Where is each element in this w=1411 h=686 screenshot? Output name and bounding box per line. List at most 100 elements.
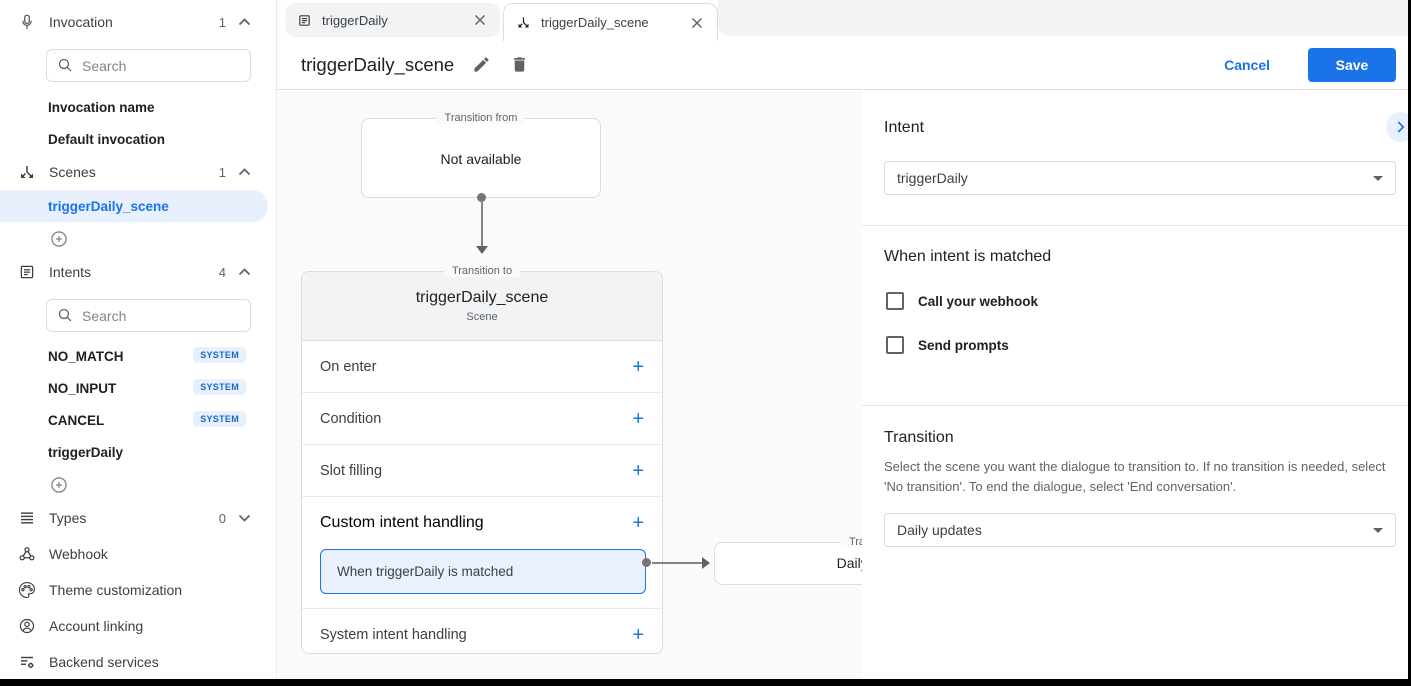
cancel-button[interactable]: Cancel <box>1224 56 1270 73</box>
invocation-search <box>46 49 251 82</box>
scene-split-icon <box>18 163 36 181</box>
divider <box>862 225 1408 226</box>
add-custom-intent-button[interactable]: + <box>632 512 644 534</box>
sidebar-item-triggerdaily[interactable]: triggerDaily <box>48 445 124 460</box>
section-label: Scenes <box>49 164 96 180</box>
section-label: Invocation <box>49 14 113 30</box>
link-label: Account linking <box>49 618 144 634</box>
transition-from-card: Transition from Not available <box>361 112 601 198</box>
add-condition-button[interactable]: + <box>632 407 644 430</box>
sidebar-section-scenes[interactable]: Scenes 1 <box>0 158 277 186</box>
intent-handler-when-triggerdaily-matched[interactable]: When triggerDaily is matched <box>320 549 646 594</box>
article-icon <box>297 13 312 28</box>
checkbox-unchecked-icon[interactable] <box>886 292 904 310</box>
divider <box>862 405 1408 406</box>
delete-button[interactable] <box>508 54 530 76</box>
sidebar-item-webhook[interactable]: Webhook <box>0 540 277 568</box>
add-on-enter-button[interactable]: + <box>632 355 644 378</box>
send-prompts-checkbox-row[interactable]: Send prompts <box>886 336 1009 354</box>
transition-target-card: Transition to Daily updates <box>714 536 862 585</box>
sidebar-item-cancel[interactable]: CANCEL <box>48 413 105 428</box>
tab-triggerdaily-scene[interactable]: triggerDaily_scene <box>503 3 718 41</box>
transition-select[interactable]: Daily updates <box>884 513 1396 547</box>
intent-select[interactable]: triggerDaily <box>884 161 1396 195</box>
webhook-icon <box>18 545 36 563</box>
link-label: Webhook <box>49 546 108 562</box>
checkbox-unchecked-icon[interactable] <box>886 336 904 354</box>
scene-row-condition: Condition + <box>302 393 662 445</box>
scene-card: Transition to triggerDaily_scene Scene O… <box>301 265 663 654</box>
scene-split-icon <box>516 15 531 30</box>
intents-search <box>46 299 251 332</box>
system-badge: SYSTEM <box>193 379 246 395</box>
connector-dot <box>642 558 651 567</box>
tab-label: triggerDaily_scene <box>541 15 649 30</box>
sidebar-section-types[interactable]: Types 0 <box>0 504 277 532</box>
transition-from-value: Not available <box>440 151 522 167</box>
scene-card-title: triggerDaily_scene <box>415 289 549 306</box>
add-intent-button[interactable] <box>49 475 69 495</box>
sidebar-item-no-input[interactable]: NO_INPUT <box>48 381 117 396</box>
article-icon <box>18 263 36 281</box>
dropdown-caret-icon <box>1373 527 1383 533</box>
tab-label: triggerDaily <box>322 12 388 28</box>
sidebar-item-invocation-name[interactable]: Invocation name <box>48 100 155 115</box>
link-label: Theme customization <box>49 582 183 598</box>
edit-button[interactable] <box>470 54 492 76</box>
screen-edge <box>1408 0 1411 686</box>
invocation-search-input[interactable] <box>82 57 240 74</box>
sidebar-item-triggerdaily-scene[interactable]: triggerDaily_scene <box>0 190 268 222</box>
transition-target-value: Daily updates <box>836 555 862 571</box>
palette-icon <box>18 581 36 599</box>
card-legend: Transition from <box>362 112 600 124</box>
sidebar-section-invocation[interactable]: Invocation 1 <box>0 8 277 36</box>
transition-select-value: Daily updates <box>897 522 982 538</box>
tab-strip-background <box>718 0 1408 36</box>
chevron-right-icon <box>1397 121 1405 133</box>
section-label: Intents <box>49 264 92 280</box>
scene-row-custom-intent-handling: Custom intent handling + When triggerDai… <box>302 497 662 609</box>
chevron-up-icon <box>238 263 251 281</box>
intent-details-panel: Intent triggerDaily When intent is match… <box>862 91 1408 679</box>
connector-line-vertical <box>481 202 483 246</box>
scene-row-on-enter: On enter + <box>302 341 662 393</box>
sidebar-item-theme-customization[interactable]: Theme customization <box>0 576 277 604</box>
save-button[interactable]: Save <box>1308 47 1396 82</box>
sidebar-section-intents[interactable]: Intents 4 <box>0 258 277 286</box>
sidebar-item-no-match[interactable]: NO_MATCH <box>48 349 124 364</box>
system-badge: SYSTEM <box>193 411 246 427</box>
close-icon[interactable] <box>689 15 705 31</box>
intents-search-input[interactable] <box>82 307 240 324</box>
system-badge: SYSTEM <box>193 347 246 363</box>
sidebar-item-default-invocation[interactable]: Default invocation <box>48 132 166 147</box>
add-system-intent-button[interactable]: + <box>632 624 644 646</box>
sidebar-item-backend-services[interactable]: Backend services <box>0 648 277 676</box>
scene-canvas: Transition from Not available Transition… <box>278 91 862 679</box>
search-icon <box>58 58 72 72</box>
section-count: 0 <box>218 510 226 526</box>
scene-header: triggerDaily_scene Cancel Save <box>277 40 1408 90</box>
close-icon[interactable] <box>472 12 488 28</box>
add-scene-button[interactable] <box>49 229 69 249</box>
trash-icon <box>513 57 525 72</box>
scene-card-subtitle: Scene <box>466 311 498 323</box>
collapse-panel-button[interactable] <box>1386 112 1408 142</box>
section-count: 1 <box>218 14 226 30</box>
plus-circle-icon <box>51 231 67 247</box>
chevron-up-icon <box>238 163 251 181</box>
chevron-down-icon <box>238 509 251 527</box>
screen-edge <box>0 679 1411 686</box>
connector-line-horizontal <box>652 562 703 564</box>
add-slot-filling-button[interactable]: + <box>632 459 644 482</box>
plus-circle-icon <box>51 477 67 493</box>
intent-select-value: triggerDaily <box>897 170 968 186</box>
connector-dot <box>477 193 486 202</box>
microphone-icon <box>18 13 36 31</box>
call-webhook-checkbox-row[interactable]: Call your webhook <box>886 292 1038 310</box>
sidebar-item-account-linking[interactable]: Account linking <box>0 612 277 640</box>
tab-triggerdaily[interactable]: triggerDaily <box>285 3 500 37</box>
when-matched-heading: When intent is matched <box>884 248 1052 265</box>
sidebar: Invocation 1 Invocation name Default inv… <box>0 0 277 679</box>
section-count: 1 <box>218 164 226 180</box>
